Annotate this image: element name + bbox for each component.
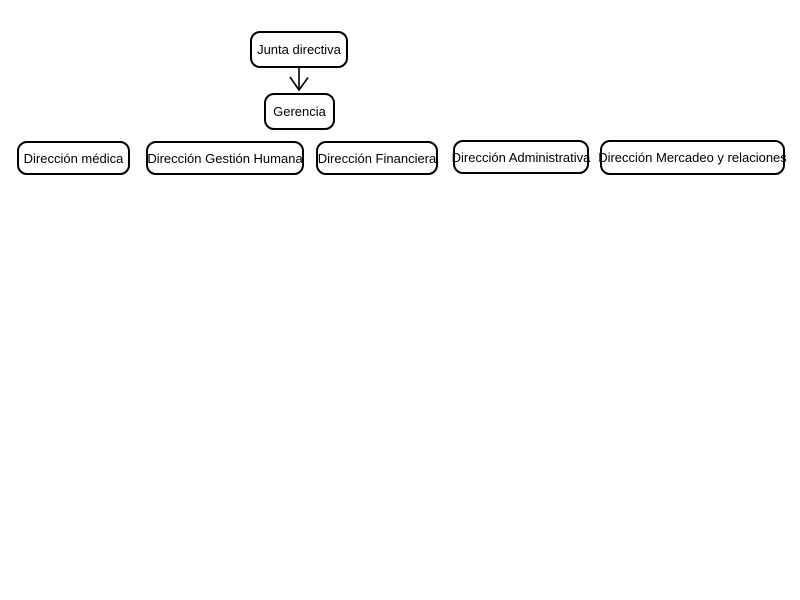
node-junta-directiva[interactable]: Junta directiva [250, 31, 348, 68]
arrow-down-connector[interactable] [287, 67, 312, 93]
node-direccion-administrativa[interactable]: Dirección Administrativa [451, 140, 591, 174]
node-label: Gerencia [273, 104, 326, 119]
arrowhead-icon [289, 76, 309, 92]
node-gerencia[interactable]: Gerencia [264, 93, 335, 130]
node-label: Dirección Mercadeo y relaciones [598, 150, 787, 165]
node-label: Dirección Administrativa [451, 149, 591, 165]
node-direccion-medica[interactable]: Dirección médica [17, 141, 130, 175]
node-direccion-mercadeo[interactable]: Dirección Mercadeo y relaciones [598, 140, 787, 175]
node-direccion-gestion-humana[interactable]: Dirección Gestión Humana [146, 141, 304, 175]
node-label: Dirección médica [23, 150, 124, 166]
node-label: Dirección Gestión Humana [147, 150, 303, 166]
node-label: Junta directiva [257, 42, 341, 57]
node-direccion-financiera[interactable]: Dirección Financiera [316, 141, 438, 175]
node-label: Dirección Financiera [317, 150, 437, 166]
